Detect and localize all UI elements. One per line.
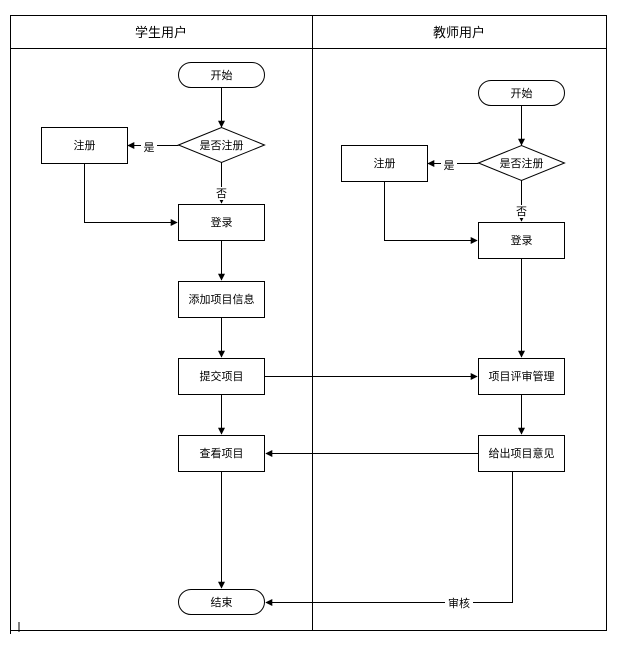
edge-label-bg: [514, 205, 529, 218]
teacher-start-label: 开始: [511, 86, 533, 100]
student-register-label: 注册: [74, 138, 96, 152]
teacher-review-node[interactable]: 项目评审管理: [478, 358, 565, 395]
student-decision-registered[interactable]: 是否注册: [177, 126, 266, 164]
edge-label-bg: [214, 187, 229, 200]
teacher-login-node[interactable]: 登录: [478, 222, 565, 259]
lane-title-teacher: 教师用户: [433, 25, 485, 41]
swimlane-frame: [10, 15, 607, 634]
teacher-decision-label: 是否注册: [500, 156, 544, 170]
teacher-feedback-node[interactable]: 给出项目意见: [478, 435, 565, 472]
student-start-node[interactable]: 开始: [178, 62, 265, 88]
teacher-register-label: 注册: [374, 156, 396, 170]
student-submit-node[interactable]: 提交项目: [178, 358, 265, 395]
edge-feedback-to-end: [265, 471, 513, 606]
edge-student-register-to-login: [84, 163, 178, 226]
teacher-feedback-label: 给出项目意见: [489, 446, 555, 460]
student-login-label: 登录: [211, 215, 233, 229]
edge-label-bg: [141, 140, 157, 153]
student-add-info-label: 添加项目信息: [189, 292, 255, 306]
teacher-no-label: 否: [516, 205, 527, 218]
teacher-yes-label: 是: [444, 159, 455, 172]
student-start-label: 开始: [211, 68, 233, 82]
teacher-login-label: 登录: [511, 233, 533, 247]
edge-label-bg: [445, 596, 473, 609]
lane-title-student: 学生用户: [135, 25, 187, 41]
student-end-node[interactable]: 结束: [178, 589, 265, 615]
student-add-info-node[interactable]: 添加项目信息: [178, 281, 265, 318]
student-register-node[interactable]: 注册: [41, 127, 128, 164]
teacher-decision-registered[interactable]: 是否注册: [477, 144, 566, 182]
student-no-label: 否: [216, 187, 227, 200]
audit-label: 审核: [448, 596, 470, 610]
teacher-register-node[interactable]: 注册: [341, 145, 428, 182]
edge-teacher-register-to-login: [384, 181, 478, 244]
edge-label-bg: [441, 158, 457, 171]
teacher-review-label: 项目评审管理: [489, 369, 555, 383]
student-yes-label: 是: [144, 141, 155, 154]
student-login-node[interactable]: 登录: [178, 204, 265, 241]
student-view-node[interactable]: 查看项目: [178, 435, 265, 472]
student-decision-label: 是否注册: [200, 138, 244, 152]
student-end-label: 结束: [211, 596, 233, 609]
student-submit-label: 提交项目: [200, 369, 244, 383]
teacher-start-node[interactable]: 开始: [478, 80, 565, 106]
student-view-label: 查看项目: [200, 446, 244, 460]
